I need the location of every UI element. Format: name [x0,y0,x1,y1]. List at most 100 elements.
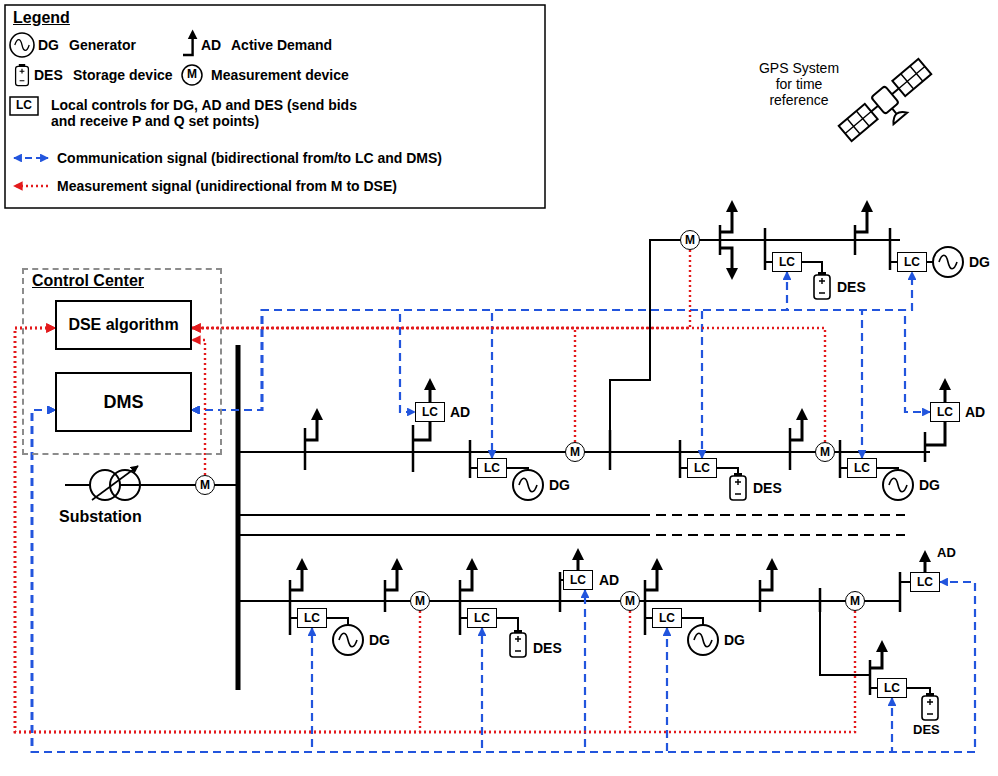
busbars-part [238,600,900,602]
node-label: LC [854,462,870,475]
node-label: LC [904,256,920,269]
node-label: LC [659,612,675,625]
storage-devices-part [730,473,746,500]
node-label: M [200,479,210,492]
symbol-tag: M [186,68,198,82]
active-demand-arrows-part [385,558,403,590]
node-label: M [570,446,580,459]
device-tag: DG [918,477,941,493]
communication-signal [192,310,492,458]
legend-text: Measurement device [210,67,350,83]
local-control-box: LC [467,608,497,628]
substation-label: Substation [58,508,143,526]
node-label: M [685,234,695,247]
busbars-part [238,534,640,536]
symbol-tag: DES [33,67,64,83]
active-demand-arrows-part [290,558,308,590]
device-tag: DES [836,279,867,295]
local-control-box: LC [930,402,960,422]
gps-satellite-part [885,103,907,125]
communication-signal [32,410,312,752]
storage-devices-part [922,693,938,720]
communication-signal [192,310,862,458]
measurement-device: M [815,442,835,462]
local-control-box: LC [897,252,927,272]
bus-ticks-part [305,425,925,478]
group-title: Control Center [32,273,144,290]
busbars-part [820,601,870,675]
legend-text: Local controls for DG, AD and DES (send … [50,97,382,129]
gps-note: GPS System for time reference [752,60,846,108]
gps-satellite-part [839,59,932,141]
measurement-signal [192,250,690,328]
node-label: LC [779,256,795,269]
generators [333,247,963,655]
communication-signal [192,310,930,412]
node-label: M [820,446,830,459]
node-label: LC [474,612,490,625]
local-control-box: LC [772,252,802,272]
local-control-box: LC [477,458,507,478]
device-stubs [290,262,933,693]
busbars-part [238,514,640,516]
storage-devices-part [510,630,526,657]
measurement-signal [192,328,825,442]
measurement-device: M [195,475,215,495]
measurement-signal [192,328,575,442]
active-demand-arrows-part [460,558,478,590]
substation-transformer-part [92,466,138,500]
generators-part [933,247,963,277]
active-demand-arrows-part [305,408,323,440]
legend-box-part [5,5,545,208]
communication-signal [192,310,415,412]
active-demand-arrows-part [645,558,663,590]
control-center-group: Control CenterDSE algorithmDMS [22,268,222,455]
communication-signal [32,410,482,752]
node-label: M [415,595,425,608]
measurement-device: M [680,230,700,250]
busbars-part [640,514,905,516]
substation-transformer-part [110,470,140,500]
active-demand-arrows-part [424,378,951,652]
legend-box-part [10,97,38,115]
dms-box: DMS [55,372,192,432]
legend-box-part [182,65,202,85]
communication-signal [32,410,667,752]
legend-text: Active Demand [230,37,333,53]
node-label: LC [304,612,320,625]
measurement-device: M [620,591,640,611]
active-demand-arrows [290,200,951,668]
generators-part [513,470,543,500]
device-tag: DG [723,632,746,648]
device-tag: DES [752,480,783,496]
busbars-part [640,534,905,536]
active-demand-arrows-part [790,408,808,440]
device-tag: AD [449,404,471,420]
node-label: LC [484,462,500,475]
generators-part [883,470,913,500]
local-control-box: LC [847,458,877,478]
communication-signal [32,410,585,752]
local-control-box: LC [297,608,327,628]
local-control-box: LC [415,402,445,422]
symbol-tag: AD [200,37,222,53]
device-tag: AD [936,546,957,561]
measurement-device: M [845,591,865,611]
legend-text: Communication signal (bidirectional from… [56,150,443,166]
node-label: LC [937,406,953,419]
legend-box-part [14,157,48,159]
substation-transformer [65,466,238,500]
bus-ticks [290,225,925,695]
gps-satellite-part [871,86,899,114]
measurement-signal [15,328,420,732]
local-control-box: LC [877,678,907,698]
dse-algorithm-box: DSE algorithm [55,300,192,350]
legend-box-part [14,185,48,187]
legend-box-part [10,33,34,57]
node-label: LC [917,576,933,589]
device-tag: DG [968,254,991,270]
communication-signal [32,410,892,752]
node-label: M [625,595,635,608]
local-control-box: LC [652,608,682,628]
